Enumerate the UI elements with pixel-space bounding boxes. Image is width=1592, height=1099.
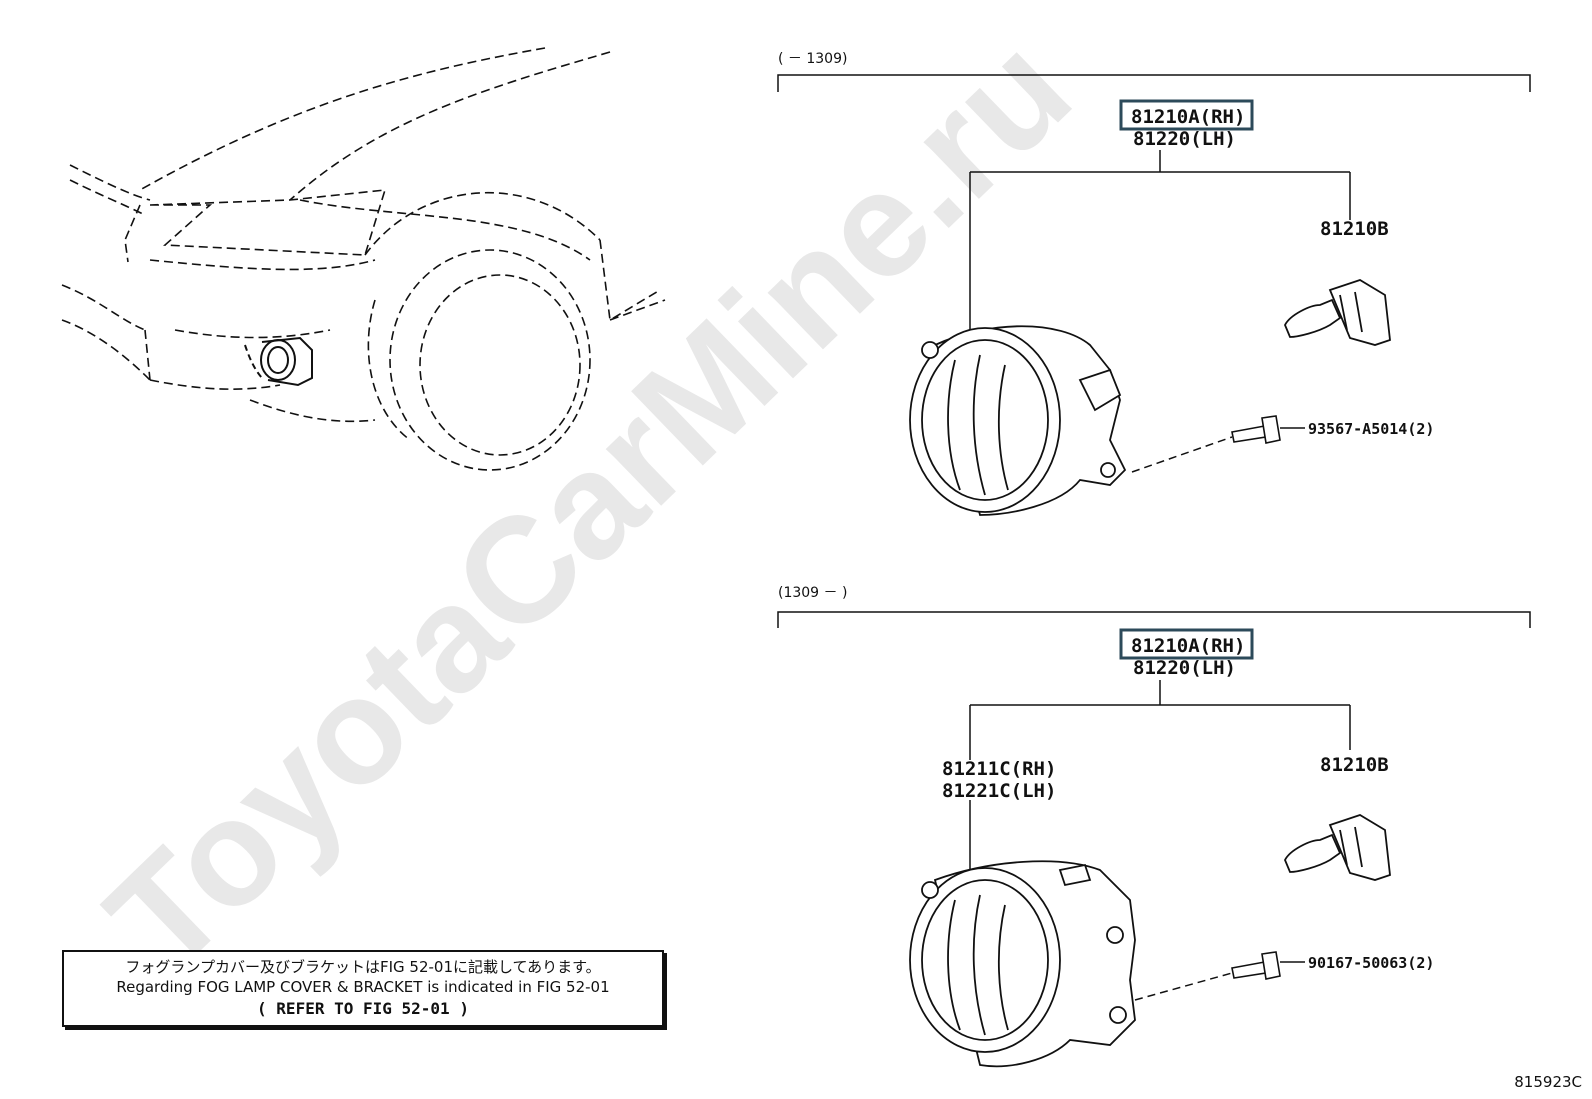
fog-lamp-location bbox=[244, 336, 313, 387]
upper-bulb-label[interactable]: 81210B bbox=[1320, 218, 1389, 240]
note-refer-link[interactable]: ( REFER TO FIG 52-01 ) bbox=[257, 999, 469, 1018]
upper-assembly-highlight[interactable] bbox=[1119, 99, 1254, 131]
car-front-illustration bbox=[61, 47, 666, 471]
lower-assembly-rh-label[interactable]: 81210A(RH) bbox=[1131, 635, 1245, 657]
note-line-english: Regarding FOG LAMP COVER & BRACKET is in… bbox=[116, 978, 610, 996]
lower-unit-rh-label[interactable]: 81211C(RH) bbox=[942, 758, 1056, 780]
upper-fog-lamp-icon[interactable] bbox=[909, 325, 1127, 516]
upper-screw-icon[interactable] bbox=[1231, 415, 1281, 444]
reference-note: フォグランプカバー及びブラケットはFIG 52-01に記載してあります。 Reg… bbox=[62, 950, 664, 1027]
lower-bulb-icon[interactable] bbox=[1284, 814, 1391, 881]
lower-bulb-label[interactable]: 81210B bbox=[1320, 754, 1389, 776]
upper-bulb-icon[interactable] bbox=[1284, 279, 1391, 346]
lower-screw-icon[interactable] bbox=[1231, 951, 1281, 980]
upper-group: ( － 1309) 81210A(RH) 81220(LH) 81210B bbox=[777, 51, 1531, 516]
lower-assembly-lh-label[interactable]: 81220(LH) bbox=[1133, 657, 1236, 679]
upper-screw-label[interactable]: 93567-A5014(2) bbox=[1308, 420, 1434, 438]
drawing-code: 815923C bbox=[1514, 1073, 1582, 1091]
watermark: ToyotaCarMine.ru bbox=[76, 4, 1102, 1003]
lower-group: (1309 － ) 81210A(RH) 81220(LH) 81211C(RH… bbox=[777, 585, 1531, 1068]
lower-assembly-highlight[interactable] bbox=[1119, 628, 1254, 660]
upper-assembly-lh-label[interactable]: 81220(LH) bbox=[1133, 128, 1236, 150]
lower-range-label: (1309 － ) bbox=[778, 585, 847, 601]
lower-screw-label[interactable]: 90167-50063(2) bbox=[1308, 954, 1434, 972]
note-line-japanese: フォグランプカバー及びブラケットはFIG 52-01に記載してあります。 bbox=[125, 958, 601, 976]
lower-fog-lamp-icon[interactable] bbox=[909, 860, 1136, 1068]
upper-range-label: ( － 1309) bbox=[778, 51, 847, 67]
lower-unit-lh-label[interactable]: 81221C(LH) bbox=[942, 780, 1056, 802]
upper-assembly-rh-label[interactable]: 81210A(RH) bbox=[1131, 106, 1245, 128]
